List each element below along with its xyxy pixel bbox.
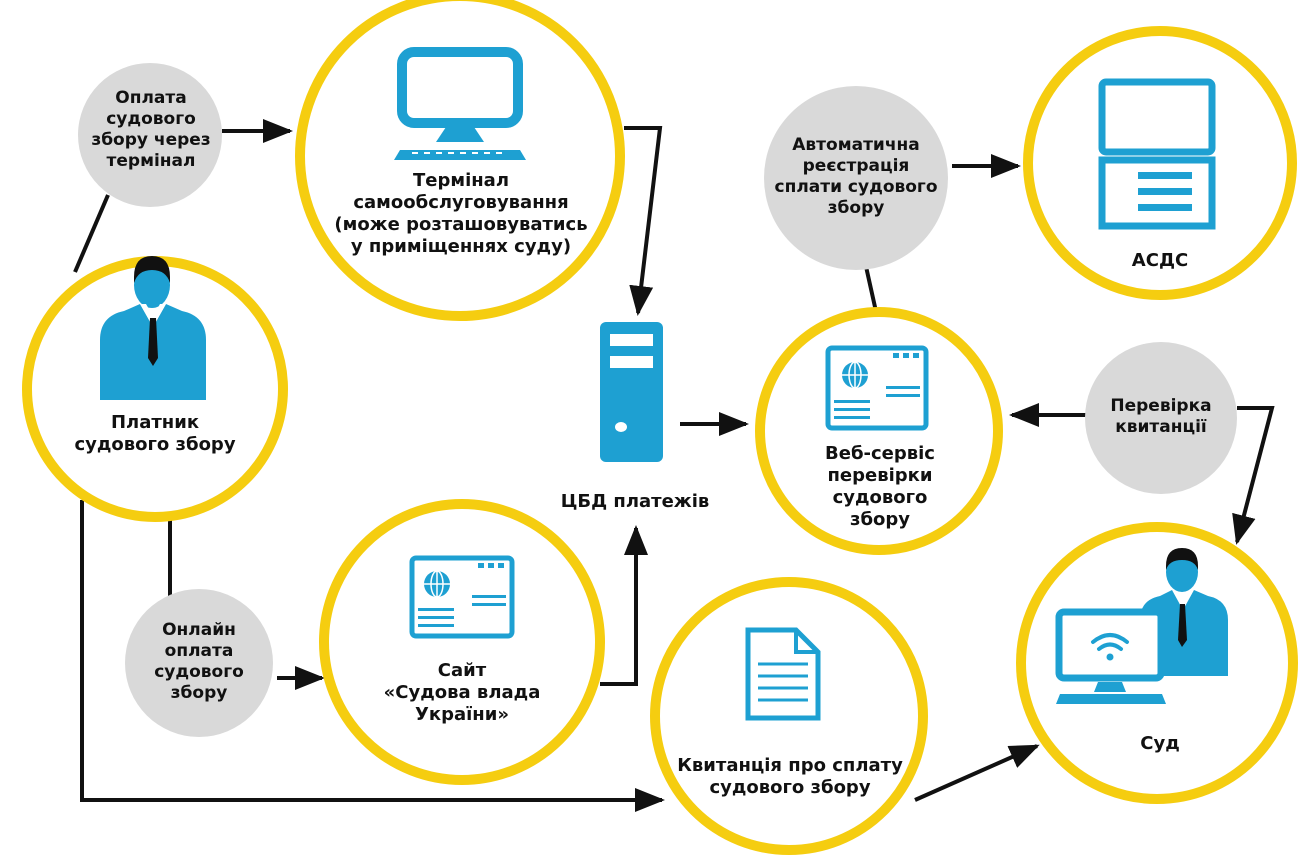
- arrow-website-to-database: [600, 525, 648, 686]
- webservice-label: Веб-сервіс перевірки судового збору: [825, 443, 935, 530]
- connector-payer-to-pay-terminal: [73, 194, 110, 273]
- check-receipt-label: Перевірка квитанції: [1110, 396, 1212, 437]
- terminal-label: Термінал самообслуговування (може розташ…: [334, 170, 588, 257]
- auto-registration-circle: [764, 86, 948, 270]
- arrow-terminal-to-database: [624, 126, 663, 316]
- arrow-check-receipt-to-court: [1232, 406, 1275, 545]
- monitor-icon: [394, 47, 526, 160]
- website-ring: [319, 499, 605, 785]
- pay-online-label: Онлайн оплата судового збору: [154, 620, 244, 703]
- auto-registration-label: Автоматична реєстрація сплати судового з…: [774, 135, 938, 218]
- pay-online-circle: [125, 589, 273, 737]
- businessman-with-wifi-monitor-icon: [1055, 548, 1228, 704]
- website-label: Сайт «Судова влада України»: [383, 660, 541, 725]
- document-icon: [745, 627, 821, 721]
- server-icon: [600, 322, 663, 462]
- web-page-icon-webservice: [825, 345, 929, 431]
- connectors: [73, 119, 1275, 812]
- payer-label: Платник судового збору: [74, 412, 236, 455]
- arrow-payer-to-receipt: [80, 500, 665, 812]
- businessman-icon: [100, 256, 206, 400]
- court-label: Суд: [1140, 733, 1180, 754]
- connector-webservice-to-auto-registration: [863, 261, 879, 317]
- check-receipt-circle: [1085, 342, 1237, 494]
- database-label: ЦБД платежів: [560, 491, 710, 512]
- webservice-ring: [755, 307, 1003, 555]
- computer-terminal-icon: [1098, 78, 1216, 230]
- pay-terminal-circle: [78, 63, 222, 207]
- process-circles: [78, 63, 1237, 737]
- web-page-icon-website: [409, 555, 515, 639]
- arrow-receipt-to-court: [914, 744, 1040, 802]
- asds-label: АСДС: [1131, 250, 1189, 271]
- receipt-label: Квитанція про сплату судового збору: [677, 755, 903, 798]
- pay-terminal-label: Оплата судового збору через термінал: [91, 88, 211, 171]
